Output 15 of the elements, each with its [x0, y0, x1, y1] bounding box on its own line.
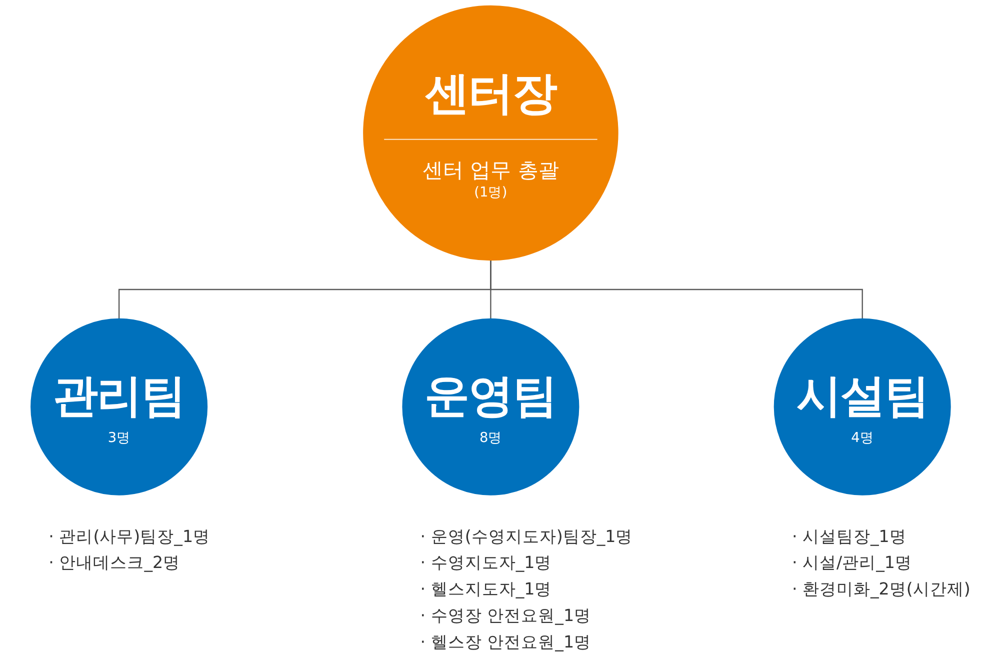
node-label: · 수영장 안전요원_1명 — [420, 606, 591, 626]
node-label: · 헬스장 안전요원_1명 — [420, 632, 591, 652]
node-circle: 운영팀 8명 — [402, 318, 580, 496]
node-circle: 시설팀 4명 — [774, 318, 951, 496]
node-circle: 관리팀 3명 — [30, 318, 208, 496]
node-label: · 시설/관리_1명 — [792, 553, 912, 572]
node-circle: 센터장 센터 업무 총괄 (1명) — [363, 5, 618, 261]
node-label: · 시설팀장_1명 — [792, 526, 906, 546]
node-label: · 안내데스크_2명 — [48, 553, 180, 572]
node-label: · 헬스지도자_1명 — [420, 580, 552, 599]
node-label: · 운영(수영지도자)팀장_1명 — [420, 526, 633, 546]
node-label: · 수영지도자_1명 — [420, 553, 552, 572]
node-label: · 환경미화_2명(시간제) — [792, 580, 970, 599]
connector — [490, 260, 863, 319]
node-label: · 관리(사무)팀장_1명 — [48, 526, 210, 546]
